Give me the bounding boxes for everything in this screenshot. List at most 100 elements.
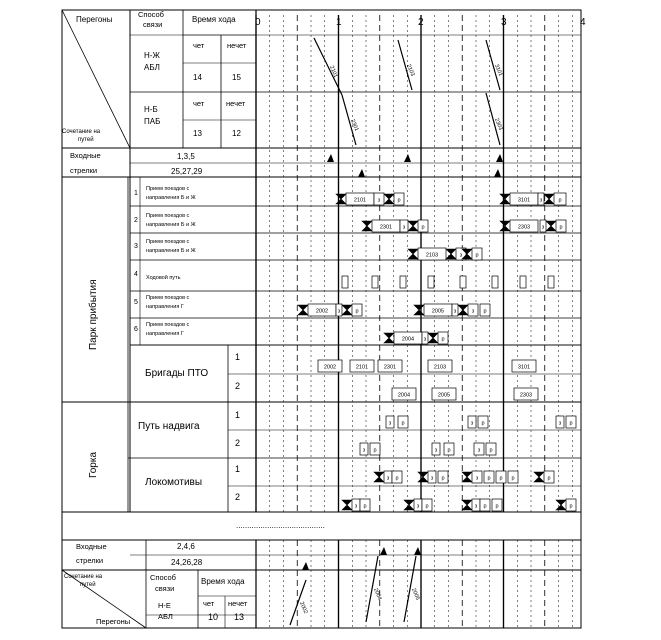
train-thread — [289, 579, 307, 626]
operation-box — [485, 442, 497, 456]
arrival-marker — [358, 169, 365, 177]
operation-box — [543, 470, 555, 484]
operation-box — [417, 219, 429, 233]
operation-box — [473, 442, 485, 456]
bottom-sposob-2: связи — [155, 584, 174, 593]
operation-box — [547, 275, 555, 289]
operation-box-label: 2301 — [384, 365, 396, 371]
track-num: 4 — [134, 271, 138, 278]
arrival-marker — [494, 169, 501, 177]
track-desc-2: направления Г — [146, 304, 184, 310]
operation-box-label: з — [403, 225, 406, 231]
operation-box-label: р — [395, 476, 398, 482]
operation-box — [537, 192, 545, 206]
operation-box — [377, 359, 403, 373]
operation-box — [369, 442, 381, 456]
operation-box-label: з — [542, 225, 545, 231]
operation-box — [477, 415, 489, 429]
operation-box — [437, 470, 449, 484]
operation-box — [491, 275, 499, 289]
bowtie-marker — [427, 332, 439, 344]
inbound-top-label-2: стрелки — [70, 166, 97, 175]
push-row-2: 2 — [235, 438, 240, 448]
outer-border — [61, 9, 582, 629]
park-track-2: 2 Прием поездов с направления Б и Ж — [134, 213, 196, 228]
header-diagonal — [61, 9, 131, 149]
operation-box-label: р — [569, 504, 572, 510]
bowtie-marker — [297, 304, 309, 316]
thread-label: 2103 — [405, 64, 415, 78]
operation-box — [513, 387, 539, 401]
operation-box-label: 2103 — [434, 365, 446, 371]
operation-box-label: з — [387, 476, 390, 482]
bottom-name-2: АБЛ — [158, 612, 173, 621]
operation-box — [455, 247, 467, 261]
operation-box — [437, 331, 449, 345]
operation-box-label: з — [417, 504, 420, 510]
operation-box-label: р — [547, 476, 550, 482]
stretch-2-odd-label: нечет — [226, 99, 246, 108]
train-thread — [403, 555, 417, 623]
bowtie-marker — [341, 499, 353, 511]
operation-box-label: р — [499, 476, 502, 482]
operation-box-label: 2303 — [518, 225, 530, 231]
operation-box-label: з — [540, 198, 543, 204]
operation-box — [359, 498, 371, 512]
operation-box — [393, 192, 405, 206]
header-sochetanie-1: Сочетание на — [62, 129, 101, 135]
train-thread — [313, 37, 343, 96]
operation-box — [483, 470, 495, 484]
operation-box-label: з — [460, 253, 463, 259]
operation-box — [417, 247, 447, 261]
loco-label: Локомотивы — [145, 477, 202, 488]
arrival-marker — [327, 154, 334, 162]
thread-label: 2005 — [410, 588, 420, 602]
operation-box — [555, 219, 567, 233]
bowtie-marker — [555, 499, 567, 511]
operation-box — [359, 442, 369, 456]
operation-box — [471, 470, 483, 484]
track-num: 2 — [134, 217, 138, 224]
operation-box — [519, 275, 527, 289]
stretch-1-odd-time: 15 — [232, 73, 241, 82]
park-track-4: 4 Ходовой путь — [134, 271, 181, 281]
bowtie-marker — [403, 499, 415, 511]
inbound-top-row2: 25,27,29 — [171, 167, 203, 176]
operation-box — [427, 359, 453, 373]
arrival-marker — [496, 154, 503, 162]
operation-box-label: р — [481, 421, 484, 427]
operation-box — [509, 219, 539, 233]
stretch-1-odd-label: нечет — [227, 41, 247, 50]
arrival-marker — [302, 562, 309, 570]
thread-label: 2002 — [298, 601, 308, 615]
bowtie-marker — [457, 304, 469, 316]
pto-row-2: 2 — [235, 381, 240, 391]
park-track-3: 3 Прием поездов с направления Б и Ж — [134, 239, 196, 254]
track-desc-1: Прием поездов с — [146, 322, 190, 328]
bowtie-marker — [533, 471, 545, 483]
operation-box-label: 2101 — [354, 198, 366, 204]
track-desc-1: Прием поездов с — [146, 295, 190, 301]
operation-box-label: р — [441, 476, 444, 482]
track-desc-2: направления Б и Ж — [146, 222, 196, 228]
operation-box — [427, 470, 437, 484]
operation-box-label: р — [475, 253, 478, 259]
operation-box — [421, 498, 433, 512]
operation-box-label: з — [454, 309, 457, 315]
operation-box — [553, 192, 567, 206]
bottom-odd-label: нечет — [228, 599, 248, 608]
stretch-1-even-time: 14 — [193, 73, 202, 82]
hour-label-3: 3 — [501, 17, 507, 28]
bowtie-marker — [383, 193, 395, 205]
operation-box — [399, 275, 407, 289]
park-arrival-label: Парк прибытия — [87, 279, 99, 350]
operation-box — [467, 415, 477, 429]
operation-box — [317, 359, 343, 373]
stretch-1-even-label: чет — [193, 41, 205, 50]
track-desc-1: Прием поездов с — [146, 213, 190, 219]
operation-box-label: р — [425, 504, 428, 510]
operation-box — [427, 275, 435, 289]
train-thread — [341, 94, 357, 146]
bowtie-marker — [499, 193, 511, 205]
